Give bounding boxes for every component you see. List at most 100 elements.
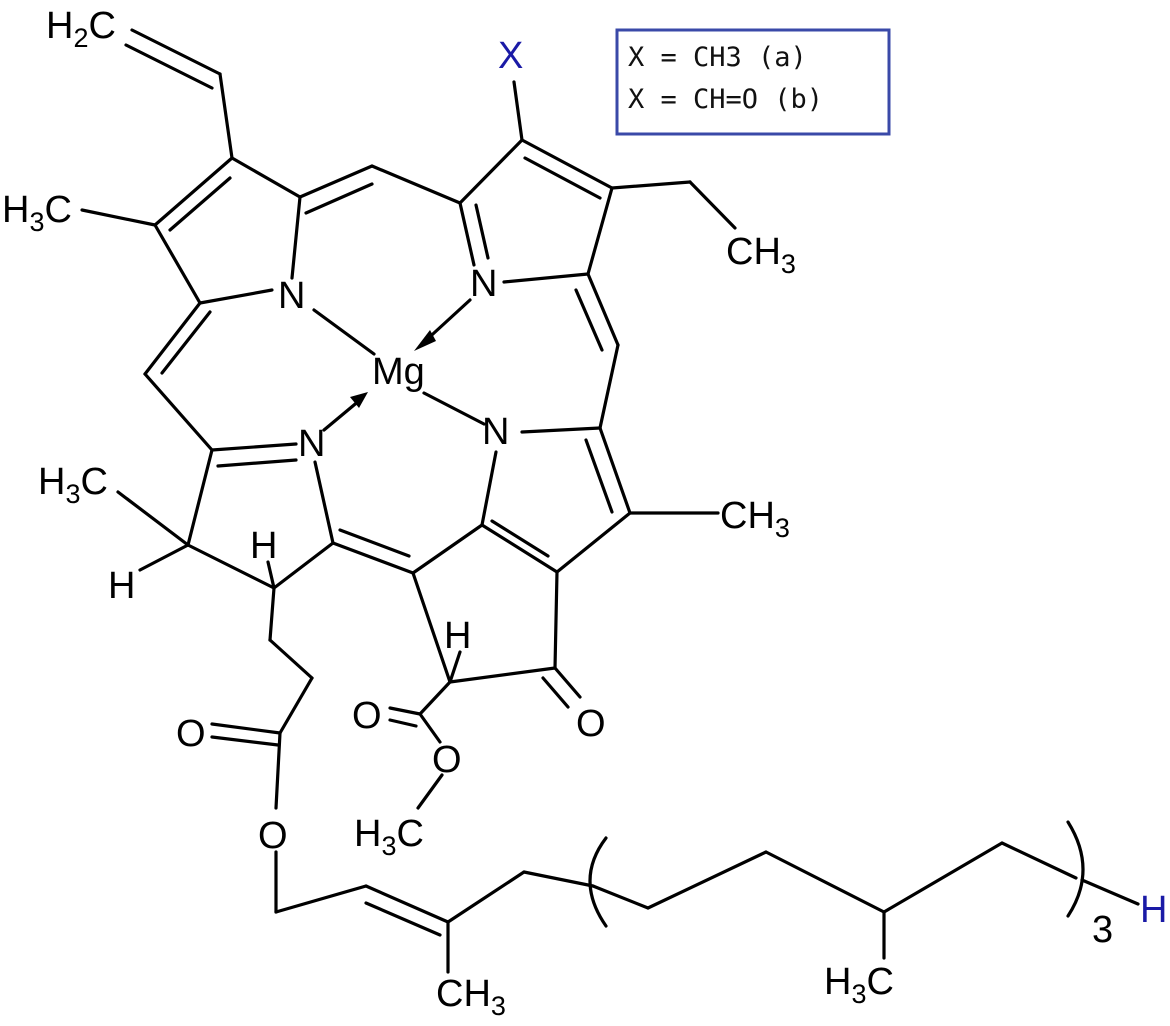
propionate-carbonyl-2 [210, 735, 280, 747]
ring-a-bond-5 [198, 288, 274, 305]
ring-c-bond-3 [555, 511, 632, 574]
label-o-ester: O [432, 739, 462, 781]
legend-line-a: X = CH3 (a) [628, 42, 807, 73]
ring-d-bond-1 [313, 460, 335, 545]
ring-d-bond-3 [186, 543, 276, 590]
ring-b-bond-3 [586, 186, 614, 276]
h-d1-bond [138, 543, 190, 572]
bridge-left-bond-1 [143, 372, 214, 452]
ketone-double-bond-2 [541, 676, 570, 709]
mg-n-bottom-left-arrow [322, 398, 362, 432]
ring-a-double-inner [168, 176, 232, 232]
label-n-top-right: N [470, 263, 497, 305]
ring-d-bond-5 [210, 442, 298, 452]
bridge-left-bond-2 [143, 301, 202, 376]
label-phytyl-methyl: CH3 [436, 973, 506, 1021]
propionate-carbonyl-1 [210, 722, 282, 735]
ethyl-bond-2 [688, 180, 737, 230]
ring-e-bond-4 [411, 523, 484, 575]
phytyl-double-outer [364, 884, 450, 924]
ring-e-bond-1 [553, 570, 559, 670]
ring-e-bond-2 [448, 666, 557, 684]
phytyl-bond-3 [522, 870, 595, 888]
arrowhead-bottom-left [350, 392, 368, 408]
label-x-substituent: X [498, 35, 523, 77]
ring-b-bond-4 [502, 272, 590, 284]
phytyl-bond-4 [591, 884, 650, 910]
phytyl-bond-7 [882, 841, 1004, 914]
ring-c-bond-1 [520, 426, 602, 434]
phytyl-bond-8 [1000, 841, 1078, 880]
propionate-bond-2 [268, 638, 314, 680]
label-methyl-c: CH3 [720, 495, 790, 543]
label-n-bottom-left: N [298, 423, 325, 465]
bridge-right-double-inner [574, 288, 604, 352]
ring-c-bond-5 [480, 450, 498, 527]
label-h-ring-e: H [444, 615, 471, 657]
propionate-bond-3 [278, 676, 314, 735]
ring-b-bond-1 [458, 138, 524, 205]
ethyl-bond-1 [610, 180, 692, 190]
bridge-bottom-bond-1 [331, 541, 415, 575]
ring-d-bond-4 [186, 448, 214, 547]
arrowhead-top-right [414, 330, 436, 351]
vinyl-double-bond-outer [130, 28, 222, 76]
bridge-left-double-inner [160, 310, 212, 375]
phytyl-bond-5 [646, 850, 768, 910]
bridge-top-bond-2 [370, 164, 462, 205]
phytyl-bond-9 [1080, 878, 1140, 906]
ring-c-bond-2 [598, 426, 632, 515]
phytyl-bond-2 [446, 870, 526, 924]
label-h-ring-d-2: H [250, 525, 277, 567]
vinyl-to-ring-bond [218, 72, 234, 160]
ester-carbonyl-2 [388, 718, 418, 728]
atom-labels: H2C X H3C CH3 N N N N Mg H3C CH3 H H H O… [2, 5, 1167, 1021]
label-terminal-h: H [1140, 889, 1167, 931]
bond-lines [80, 28, 1140, 974]
label-methyl-a: H3C [2, 189, 72, 237]
label-vinyl-h2c: H2C [46, 5, 116, 53]
propionate-bond-1 [268, 586, 276, 642]
legend-border [615, 28, 891, 136]
label-o-propionate-ester: O [258, 815, 288, 857]
phytyl-bond-6 [764, 850, 886, 914]
propionate-o-bond [274, 731, 282, 810]
label-methyl-d: H3C [38, 461, 108, 509]
h-d2-bond [266, 560, 276, 590]
ring-b-double-inner-2 [474, 203, 490, 260]
methyl-d-bond [116, 490, 190, 547]
ring-b-bond-2 [520, 138, 614, 190]
label-o-ketone: O [576, 703, 606, 745]
ester-o-bond [418, 712, 442, 744]
legend-box: X = CH3 (a) X = CH=O (b) [615, 28, 891, 136]
ring-a-bond-1 [153, 156, 234, 227]
label-phytyl-branch-methyl: H3C [824, 961, 894, 1009]
mg-n-right-bond [422, 391, 486, 426]
legend-line-b: X = CH=O (b) [628, 84, 823, 115]
ring-e-bond-3 [411, 571, 452, 684]
bridge-top-bond-1 [298, 164, 374, 199]
ring-a-bond-4 [290, 195, 302, 280]
label-h-ring-d-1: H [108, 565, 135, 607]
ester-methyl-bond [416, 773, 444, 810]
label-ester-methyl: H3C [354, 813, 424, 861]
ring-d-bond-2 [272, 541, 335, 590]
repeat-bracket-right [1066, 820, 1085, 918]
label-n-top-left: N [278, 275, 305, 317]
mg-n-top-left-bond [312, 308, 376, 356]
label-ethyl-ch3: CH3 [726, 231, 796, 279]
ch-h-bond [448, 650, 462, 684]
repeat-bracket-left [588, 836, 608, 928]
ring-c-double-inner-2 [490, 519, 550, 558]
ring-c-double-inner [584, 438, 614, 514]
bridge-top-double-inner [304, 182, 374, 215]
ring-d-double-inner [216, 458, 298, 468]
label-mg: Mg [372, 351, 425, 393]
bridge-bottom-double-inner [338, 528, 411, 558]
bridge-right-bond-2 [598, 343, 620, 430]
label-repeat-count: 3 [1092, 909, 1113, 951]
label-n-right: N [482, 411, 509, 453]
phytyl-bond-1 [274, 884, 368, 914]
ring-b-bond-5 [458, 201, 476, 267]
vinyl-double-bond-inner [124, 43, 214, 90]
